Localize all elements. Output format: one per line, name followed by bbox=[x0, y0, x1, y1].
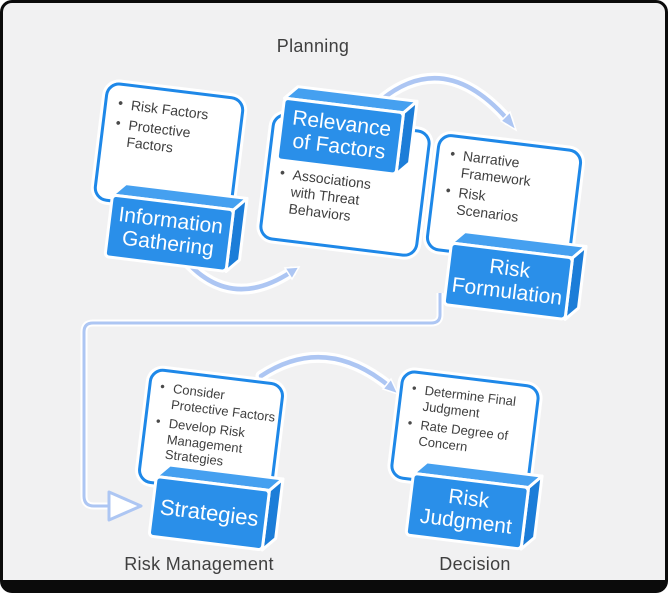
bullet-list: Determine Final Judgment Rate Degree of … bbox=[396, 372, 526, 461]
box-information-gathering: Information Gathering bbox=[103, 180, 250, 275]
box-front-face bbox=[275, 97, 405, 176]
stage-label-planning: Planning bbox=[276, 36, 350, 56]
box-strategies: Strategies bbox=[147, 461, 285, 553]
stage-label-risk-management: Risk Management bbox=[124, 554, 274, 574]
bullet-list: Consider Protective Factors Develop Risk… bbox=[142, 370, 281, 475]
bullet-list: Risk Factors Protective Factors bbox=[102, 84, 241, 164]
curve3 bbox=[258, 355, 392, 389]
box-front-face bbox=[103, 193, 235, 273]
bullet-list: Narrative Framework Risk Scenarios bbox=[432, 136, 553, 229]
box-risk-judgment: Risk Judgment bbox=[404, 458, 545, 552]
box-3d-shape bbox=[404, 460, 544, 551]
box-3d-shape bbox=[103, 182, 249, 273]
stage-label-decision: Decision bbox=[439, 554, 511, 574]
curve3-arrow-icon bbox=[381, 377, 400, 396]
right-arrow-icon bbox=[107, 490, 143, 522]
curve3-casing bbox=[255, 351, 395, 392]
box-front-face bbox=[147, 475, 271, 551]
box-front-face bbox=[442, 241, 574, 321]
bullet-item: Risk Scenarios bbox=[455, 185, 547, 230]
curve1-arrow-icon bbox=[283, 266, 301, 281]
curve2-arrow-icon bbox=[499, 110, 518, 132]
box-front-face bbox=[404, 472, 530, 551]
box-risk-formulation: Risk Formulation bbox=[442, 228, 589, 323]
bullet-item: Associations with Threat Behaviors bbox=[288, 167, 393, 230]
box-3d-shape bbox=[442, 230, 588, 321]
box-relevance-of-factors: Relevance of Factors bbox=[275, 83, 420, 178]
box-3d-shape bbox=[147, 463, 285, 552]
box-3d-shape bbox=[275, 85, 419, 176]
